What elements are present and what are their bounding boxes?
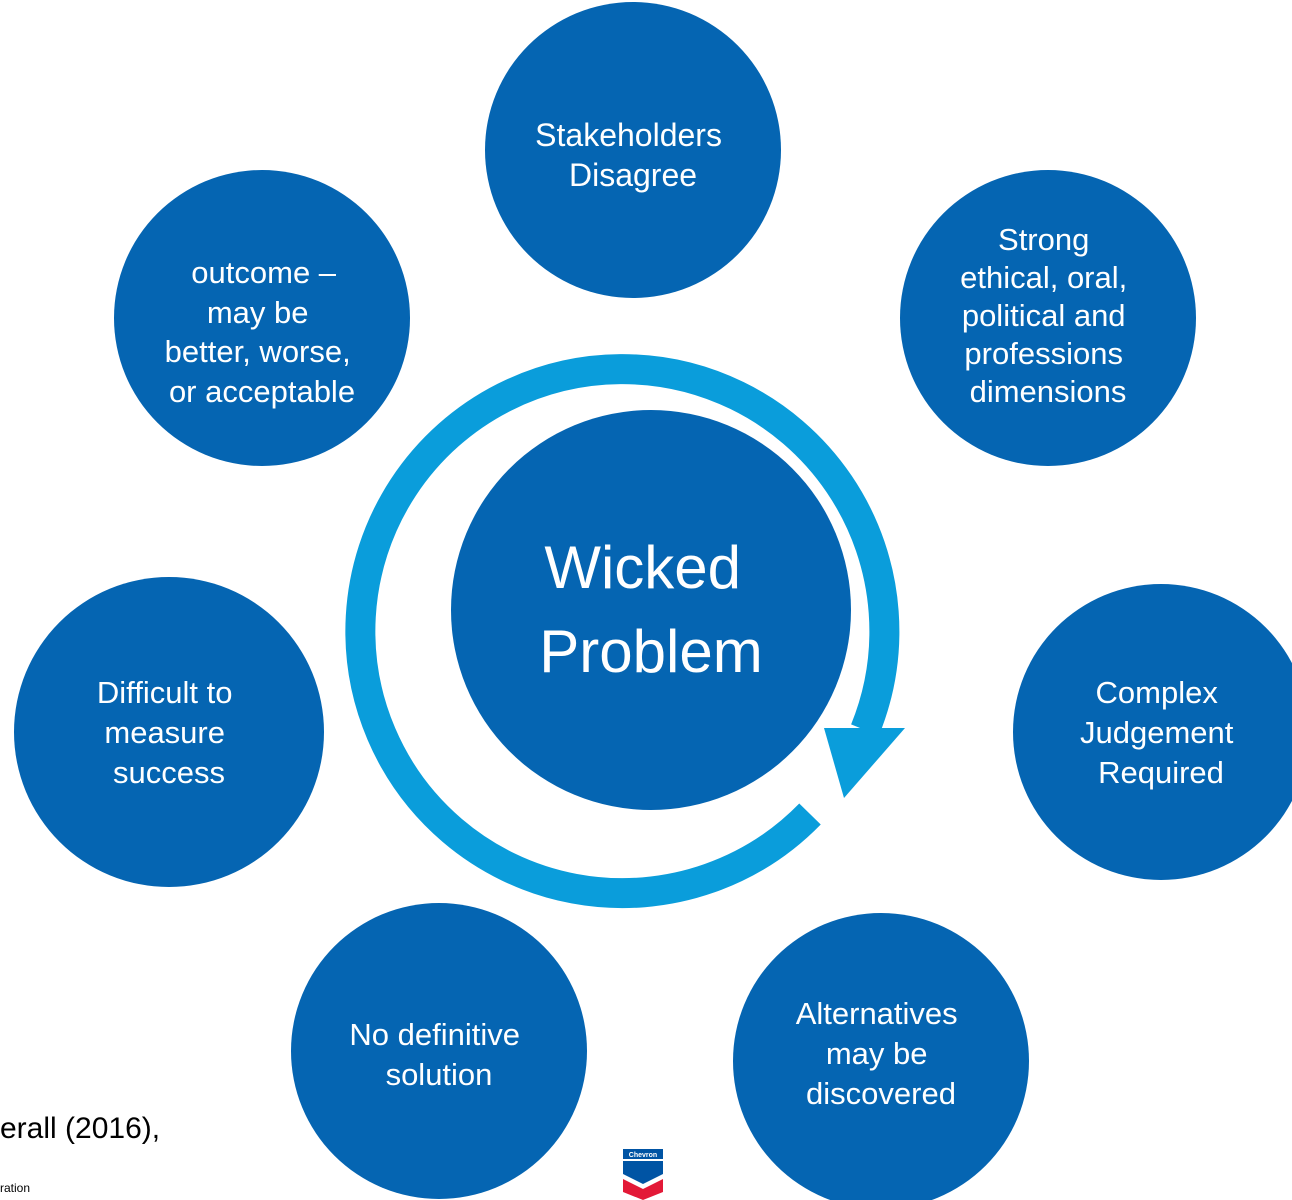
node-circle — [733, 913, 1029, 1200]
node-label: outcome – may be better, worse, or accep… — [165, 255, 360, 409]
node-circle — [900, 170, 1196, 466]
node-label-line: success — [113, 755, 225, 790]
node-outcome: outcome – may be better, worse, or accep… — [114, 170, 410, 466]
node-label-line: dimensions — [970, 374, 1127, 409]
node-label-line: solution — [386, 1057, 493, 1092]
node-label: Complex Judgement Required — [1080, 675, 1242, 790]
node-label-line: measure — [104, 715, 225, 750]
node-label-line: better, worse, — [165, 334, 351, 369]
node-label-line: discovered — [806, 1076, 956, 1111]
node-label-line: No definitive — [349, 1017, 520, 1052]
center-circle — [451, 410, 851, 810]
node-label-line: Strong — [998, 222, 1089, 257]
cycle-arrowhead — [824, 728, 905, 798]
node-label-line: Required — [1098, 755, 1224, 790]
node-label: Stakeholders Disagree — [535, 117, 731, 193]
node-circle — [291, 903, 587, 1199]
node-circle — [114, 170, 410, 466]
node-stakeholders: Stakeholders Disagree — [485, 2, 781, 298]
node-circle — [1013, 584, 1292, 880]
node-label-line: Alternatives — [796, 996, 958, 1031]
node-judgement: Complex Judgement Required — [1013, 584, 1292, 880]
node-label-line: ethical, oral, — [960, 260, 1127, 295]
node-label: No definitive solution — [349, 1017, 528, 1092]
node-circle — [14, 577, 324, 887]
node-circle — [485, 2, 781, 298]
center-label-line: Wicked — [544, 534, 741, 601]
center-node: Wicked Problem — [451, 410, 851, 810]
chevron-logo: Chevron — [623, 1149, 663, 1200]
node-measure: Difficult to measure success — [14, 577, 324, 887]
node-label-line: Complex — [1096, 675, 1219, 710]
node-label: Strong ethical, oral, political and prof… — [960, 222, 1136, 409]
node-ethical: Strong ethical, oral, political and prof… — [900, 170, 1196, 466]
node-alternatives: Alternatives may be discovered — [733, 913, 1029, 1200]
center-label-line: Problem — [539, 618, 762, 685]
logo-blue-chevron — [623, 1161, 663, 1184]
node-label: Alternatives may be discovered — [796, 996, 967, 1111]
logo-red-chevron — [623, 1179, 663, 1200]
footnote-text: ration — [0, 1181, 31, 1195]
node-label-line: outcome – — [191, 255, 337, 290]
node-label-line: political and — [962, 298, 1126, 333]
cycle-arrow — [345, 354, 905, 909]
logo-wordmark: Chevron — [629, 1152, 657, 1159]
node-label-line: may be — [207, 295, 309, 330]
node-label-line: may be — [826, 1036, 928, 1071]
node-label-line: Judgement — [1080, 715, 1234, 750]
citation-text: erall (2016), — [0, 1112, 161, 1145]
node-label-line: Difficult to — [97, 675, 233, 710]
node-label-line: or acceptable — [169, 374, 355, 409]
logo-wordmark-bar — [623, 1149, 663, 1159]
node-no-solution: No definitive solution — [291, 903, 587, 1199]
cycle-ring — [345, 354, 900, 909]
node-label-line: Disagree — [569, 157, 697, 193]
node-label-line: professions — [964, 336, 1123, 371]
center-label: Wicked Problem — [539, 534, 762, 685]
node-label: Difficult to measure success — [97, 675, 241, 790]
node-label-line: Stakeholders — [535, 117, 722, 153]
